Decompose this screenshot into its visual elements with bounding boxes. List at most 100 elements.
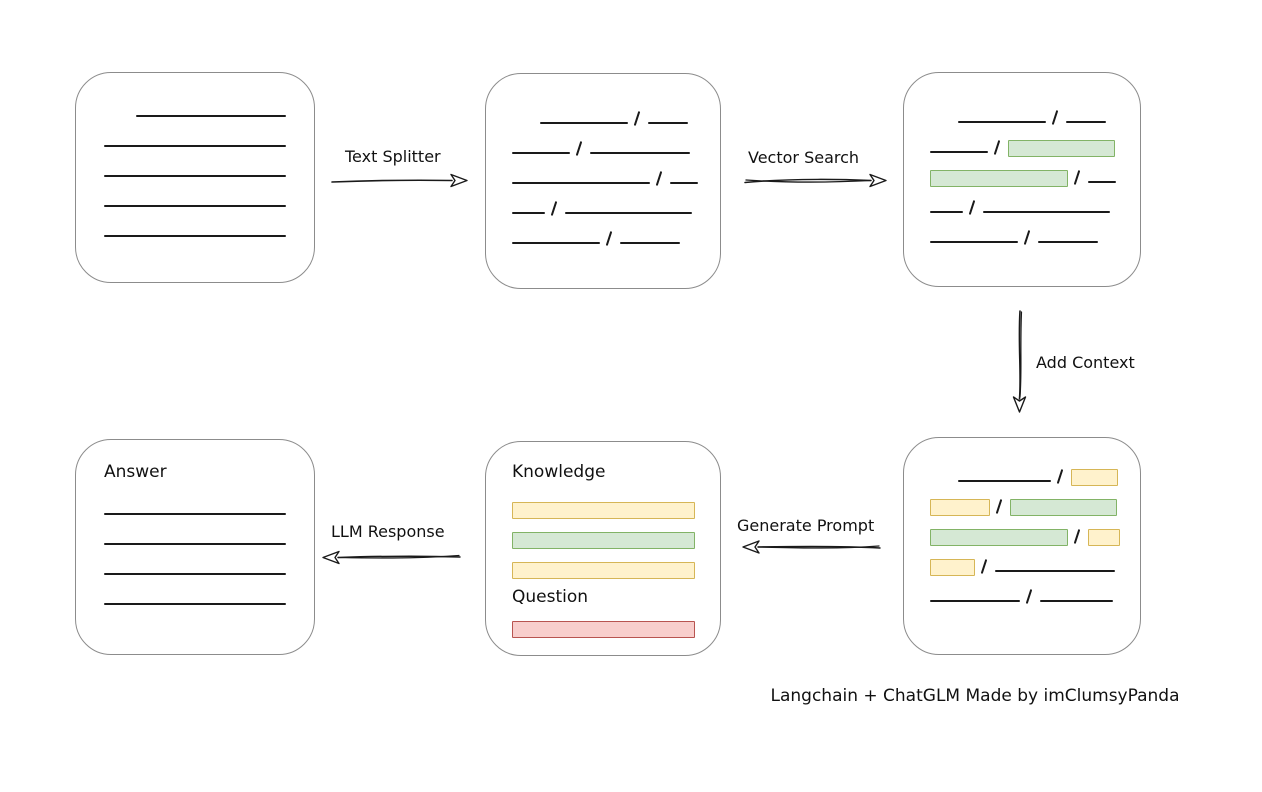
vector-matches-box [903,72,1141,287]
slash-separator [1073,529,1081,544]
text-row [104,151,314,181]
vector-search-arrow-icon [744,173,887,188]
text-row [104,519,314,549]
text-line [104,543,286,545]
text-row [512,188,720,218]
slash-separator [995,499,1003,514]
indent-gap [512,127,540,128]
text-row [930,456,1140,486]
text-row [512,98,720,128]
text-line [512,152,570,154]
knowledge-bars [512,489,720,579]
yellow-highlight-chip [512,502,695,519]
text-row [512,608,720,638]
green-highlight-chip [1008,140,1115,157]
credit-text: Langchain + ChatGLM Made by imClumsyPand… [770,686,1180,706]
text-row [930,157,1140,187]
llm-response-arrow-icon [322,550,461,565]
text-row [930,486,1140,516]
indent-gap [104,120,136,121]
answer-label: Answer [104,462,167,482]
text-row [930,127,1140,157]
text-row [930,546,1140,576]
context-box [903,437,1141,655]
text-line [104,573,286,575]
text-row [930,516,1140,546]
slash-separator [575,141,583,156]
slash-separator [980,559,988,574]
slash-separator [655,171,663,186]
answer-lines [104,489,314,609]
text-line [670,182,698,184]
vector-search-label: Vector Search [748,148,860,167]
text-line [958,480,1051,482]
text-line [104,513,286,515]
green-highlight-chip [512,532,695,549]
text-row [104,549,314,579]
generate-prompt-arrow-icon [742,540,881,554]
text-line [930,211,963,213]
slash-separator [993,140,1001,155]
yellow-highlight-chip [1088,529,1120,546]
text-row [512,489,720,519]
text-line [1040,600,1113,602]
vector-match-lines [930,97,1140,247]
text-row [104,91,314,121]
text-line [995,570,1115,572]
slash-separator [968,200,976,215]
text-row [930,217,1140,247]
text-row [104,211,314,241]
green-highlight-chip [1010,499,1117,516]
text-line [512,242,600,244]
text-row [930,187,1140,217]
yellow-highlight-chip [512,562,695,579]
llm-response-label: LLM Response [331,522,445,541]
text-line [104,145,286,147]
text-line [590,152,690,154]
text-row [930,576,1140,606]
slash-separator [605,231,613,246]
text-line [512,212,545,214]
slash-separator [1051,110,1059,125]
text-line [104,603,286,605]
text-row [512,519,720,549]
text-line [1066,121,1106,123]
question-label: Question [512,587,589,607]
document-lines [104,91,314,241]
question-bar [512,608,720,638]
text-row [512,128,720,158]
add-context-arrow-icon [1012,310,1027,413]
text-line [104,205,286,207]
chunk-lines [512,98,720,248]
text-line [958,121,1046,123]
red-highlight-chip [512,621,695,638]
text-row [104,489,314,519]
split-chunks-box [485,73,721,289]
text-row [512,158,720,188]
text-line [512,182,650,184]
document-box [75,72,315,283]
add-context-label: Add Context [1036,353,1135,372]
context-lines [930,456,1140,606]
slash-separator [1073,170,1081,185]
text-line [104,235,286,237]
generate-prompt-label: Generate Prompt [737,516,875,535]
text-line [104,175,286,177]
yellow-highlight-chip [930,559,975,576]
slash-separator [1025,589,1033,604]
text-line [565,212,692,214]
text-line [930,241,1018,243]
text-line [983,211,1110,213]
indent-gap [930,126,958,127]
text-splitter-arrow-icon [331,173,468,188]
indent-gap [930,485,958,486]
text-line [930,151,988,153]
text-row [512,218,720,248]
yellow-highlight-chip [930,499,990,516]
slash-separator [1056,469,1064,484]
knowledge-label: Knowledge [512,462,606,482]
text-row [104,121,314,151]
slash-separator [550,201,558,216]
prompt-box: Knowledge Question [485,441,721,656]
text-row [104,579,314,609]
